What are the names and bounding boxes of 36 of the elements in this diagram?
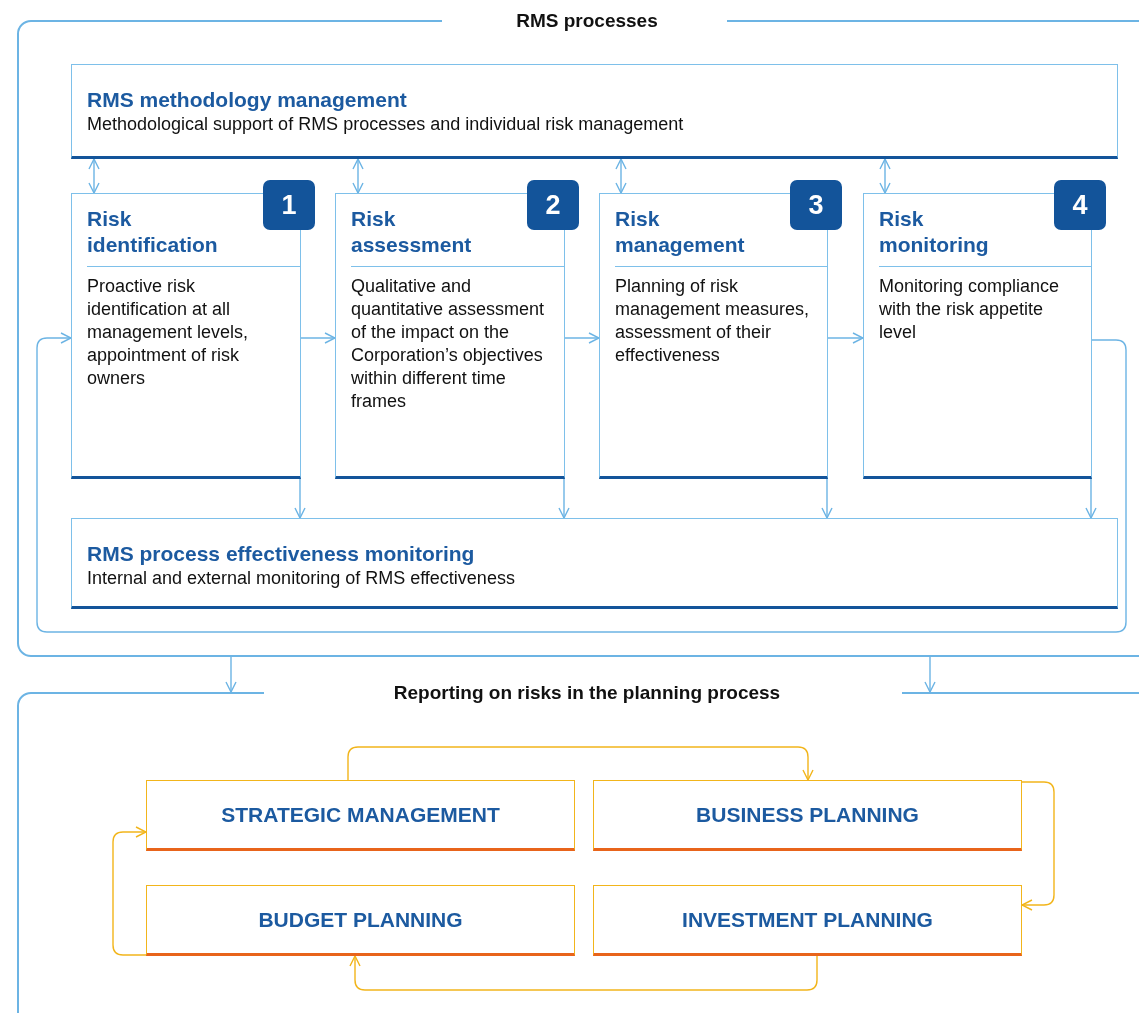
process-box xyxy=(71,193,301,479)
process-heading: RMS methodology management xyxy=(87,87,408,113)
arrow xyxy=(347,746,814,781)
arrow xyxy=(827,332,864,344)
process-box xyxy=(599,193,828,479)
process-description: Proactive risk identification at all management levels, appointment of risk owners xyxy=(87,275,250,390)
planning-box: BUSINESS PLANNING xyxy=(593,780,1022,851)
planning-box: BUDGET PLANNING xyxy=(146,885,575,956)
arrow xyxy=(349,955,818,991)
arrow xyxy=(352,158,364,194)
arrow xyxy=(615,158,627,194)
process-description: Methodological support of RMS processes and individual risk management xyxy=(87,113,685,136)
planning-box: INVESTMENT PLANNING xyxy=(593,885,1022,956)
arrow xyxy=(1021,781,1055,911)
arrow xyxy=(924,656,936,693)
arrow xyxy=(564,332,600,344)
arrow xyxy=(879,158,891,194)
arrow xyxy=(225,656,237,693)
arrow xyxy=(300,332,336,344)
process-description: Qualitative and quantitative assessment of the impact on the Corporation’s objectives within different time frames xyxy=(351,275,546,413)
process-box xyxy=(335,193,565,479)
arrow xyxy=(112,826,147,956)
process-description: Planning of risk management measures, assessment of their effectiveness xyxy=(615,275,811,367)
arrow xyxy=(36,332,1127,633)
arrow xyxy=(294,478,306,519)
process-box xyxy=(71,64,1118,159)
planning-box: STRATEGIC MANAGEMENT xyxy=(146,780,575,851)
process-box xyxy=(863,193,1092,479)
process-heading: RMS process effectiveness monitoring xyxy=(87,541,476,567)
process-description: Internal and external monitoring of RMS effectiveness xyxy=(87,567,516,590)
process-description: Monitoring compliance with the risk appetite level xyxy=(879,275,1061,344)
arrow xyxy=(558,478,570,519)
arrow xyxy=(88,158,100,194)
arrow xyxy=(1085,478,1097,519)
process-box xyxy=(71,518,1118,609)
arrow xyxy=(821,478,833,519)
